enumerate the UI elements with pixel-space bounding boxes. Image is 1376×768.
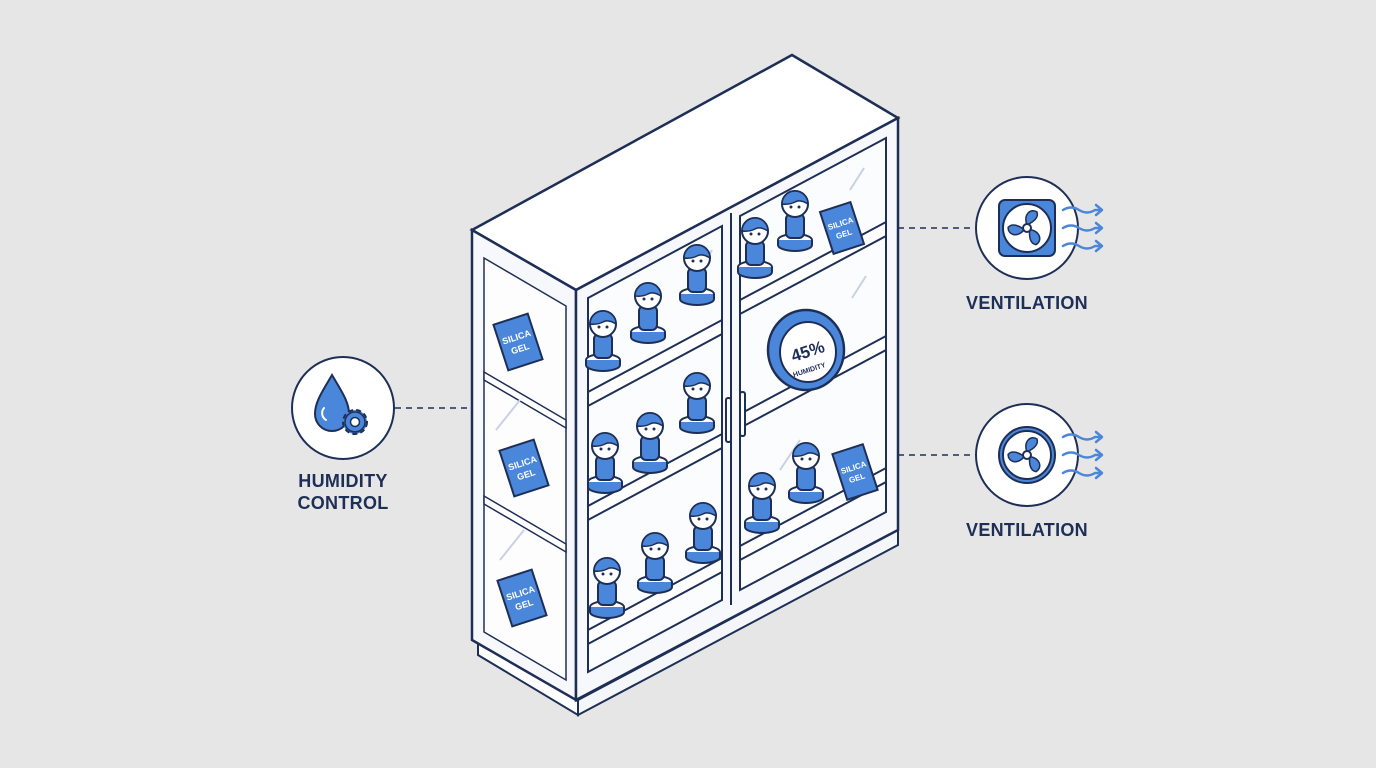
- water-drop-gear-icon: [291, 356, 395, 460]
- silica-gel-packet: SILICA GEL: [492, 312, 544, 372]
- humidity-control-label: HUMIDITY CONTROL: [297, 471, 389, 513]
- silica-gel-packet: SILICA GEL: [496, 568, 548, 628]
- silica-gel-packet: SILICA GEL: [831, 442, 879, 502]
- fan-icon: [975, 176, 1079, 280]
- left-door-handle[interactable]: [725, 397, 732, 443]
- right-door-handle[interactable]: [739, 391, 746, 437]
- silica-gel-packet: SILICA GEL: [818, 200, 866, 256]
- ventilation-label-bottom: VENTILATION: [966, 520, 1088, 540]
- silica-gel-packet: SILICA GEL: [498, 438, 550, 498]
- display-cabinet: 45% HUMIDITY SILICA GEL SILICA GEL SILIC…: [469, 53, 901, 717]
- hygrometer-gauge: 45% HUMIDITY: [766, 308, 846, 392]
- ventilation-label-top: VENTILATION: [966, 293, 1088, 313]
- fan-icon: [975, 403, 1079, 507]
